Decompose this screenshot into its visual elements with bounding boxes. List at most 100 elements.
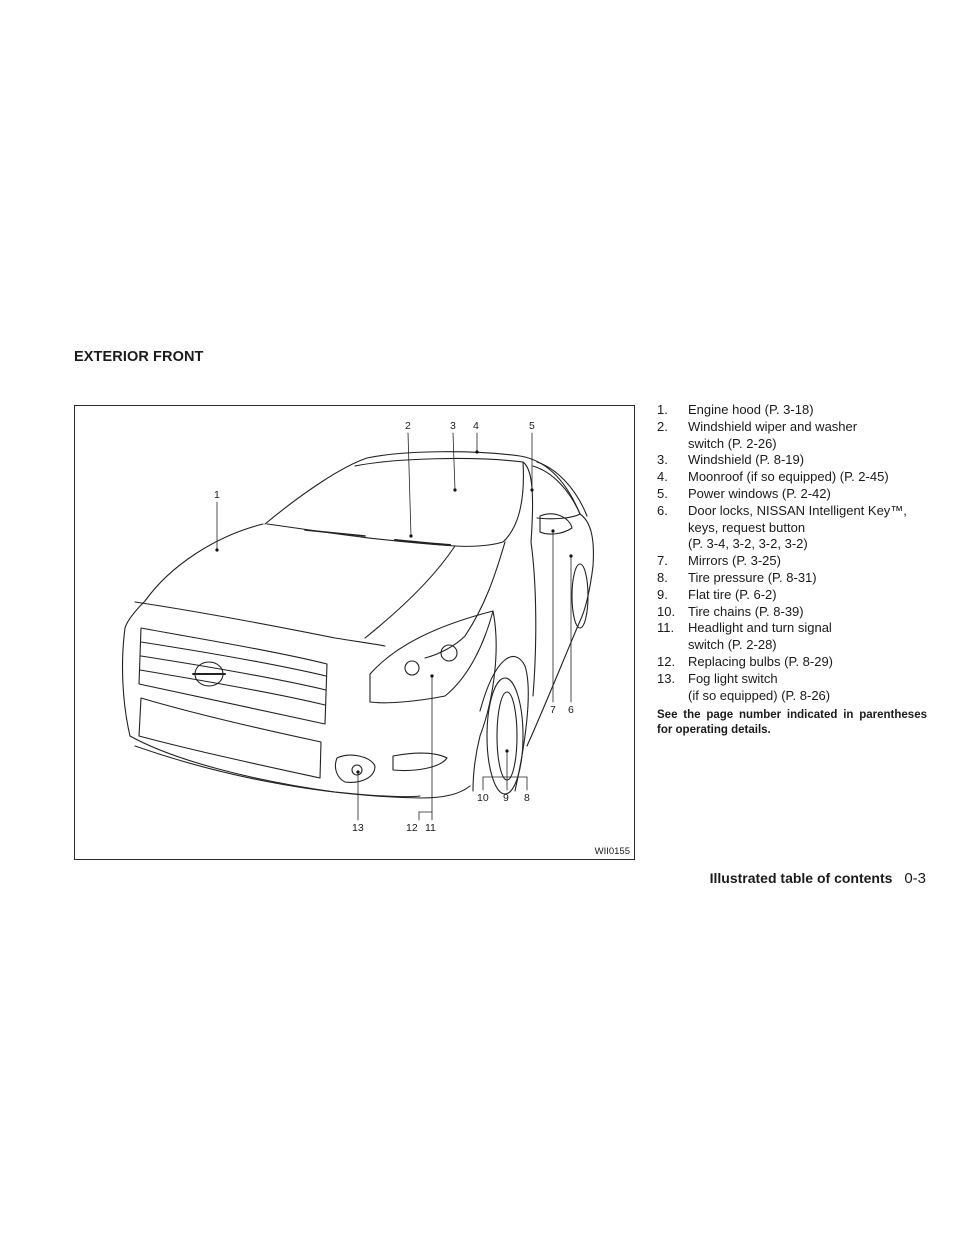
item-number: 8. bbox=[657, 569, 668, 585]
dot-5 bbox=[530, 488, 534, 492]
item-text: Replacing bulbs (P. 8-29) bbox=[688, 654, 933, 671]
hood-outline bbox=[124, 523, 264, 629]
dot-7 bbox=[551, 529, 555, 533]
item-text-line: Headlight and turn signal bbox=[688, 620, 832, 636]
list-item: 4. Moonroof (if so equipped) (P. 2-45) bbox=[657, 469, 933, 486]
item-text: Mirrors (P. 3-25) bbox=[688, 553, 933, 570]
hood-front-edge bbox=[134, 601, 386, 647]
item-text-line: Mirrors (P. 3-25) bbox=[688, 553, 781, 569]
item-text-line: Tire chains (P. 8-39) bbox=[688, 603, 804, 619]
rear-tire bbox=[571, 563, 589, 629]
item-text-line: Moonroof (if so equipped) (P. 2-45) bbox=[688, 469, 889, 485]
item-text-line: Fog light switch bbox=[688, 670, 778, 686]
front-tire bbox=[486, 677, 524, 795]
list-item: 5.Power windows (P. 2-42) bbox=[657, 486, 933, 503]
item-text: Flat tire (P. 6-2) bbox=[688, 587, 933, 604]
list-item: 13. Fog light switch(if so equipped) (P. … bbox=[657, 671, 933, 705]
item-number: 1. bbox=[657, 402, 668, 417]
windshield-top bbox=[354, 457, 524, 467]
leader-3 bbox=[452, 432, 456, 491]
wiper bbox=[394, 539, 451, 546]
item-number: 6. bbox=[657, 502, 668, 518]
page-footer: Illustrated table of contents 0-3 bbox=[710, 870, 926, 887]
rear-body bbox=[579, 513, 594, 622]
list-item: 3. Windshield (P. 8-19) bbox=[657, 452, 933, 469]
item-text: Tire pressure (P. 8-31) bbox=[688, 570, 933, 587]
callout-9: 9 bbox=[503, 792, 509, 804]
list-item: 6. Door locks, NISSAN Intelligent Key™,ke… bbox=[657, 503, 933, 553]
figure-code: WII0155 bbox=[594, 846, 630, 857]
callout-5: 5 bbox=[529, 420, 535, 432]
leader-dots bbox=[215, 450, 573, 774]
car-exterior-figure: 1 2 3 4 5 7 6 10 9 8 13 12 11 WII0155 bbox=[74, 405, 635, 860]
grille-bar-1 bbox=[140, 641, 327, 677]
side-sill bbox=[526, 620, 581, 747]
wiper-2 bbox=[304, 529, 366, 537]
callout-8: 8 bbox=[524, 792, 530, 804]
bumper-right-vent bbox=[392, 752, 448, 772]
callout-10: 10 bbox=[477, 792, 489, 804]
dot-2 bbox=[409, 534, 413, 538]
grille-outline bbox=[138, 627, 328, 725]
section-title: EXTERIOR FRONT bbox=[74, 349, 204, 365]
hood-shoulder bbox=[424, 541, 506, 659]
a-pillar bbox=[522, 461, 534, 543]
front-door-line bbox=[530, 541, 537, 697]
bumper-lower-edge bbox=[134, 745, 471, 799]
hood-crease-right bbox=[364, 545, 456, 639]
fog-lamp bbox=[351, 764, 363, 776]
item-text-continuation: switch (P. 2-28) bbox=[688, 637, 777, 653]
item-text-line: Windshield wiper and washer bbox=[688, 418, 858, 434]
item-text-line: Tire pressure (P. 8-31) bbox=[688, 569, 817, 585]
item-number: 7. bbox=[657, 553, 668, 569]
dot-1 bbox=[215, 548, 219, 552]
callout-12: 12 bbox=[406, 822, 418, 834]
grille-bar-3 bbox=[139, 669, 326, 706]
item-text-continuation: (if so equipped) (P. 8-26) bbox=[688, 687, 831, 703]
list-item: 9. Flat tire (P. 6-2) bbox=[657, 587, 933, 604]
item-text: Door locks, NISSAN Intelligent Key™,keys… bbox=[688, 503, 933, 553]
page-reference-note: See the page number indicated in parenth… bbox=[657, 709, 927, 736]
item-text: Power windows (P. 2-42) bbox=[688, 486, 933, 503]
fog-lamp-housing bbox=[334, 754, 376, 783]
item-text-continuation: switch (P. 2-26) bbox=[688, 435, 777, 451]
item-number: 3. bbox=[657, 452, 668, 468]
front-fender bbox=[472, 610, 497, 792]
callout-2: 2 bbox=[405, 420, 411, 432]
item-text-line: Flat tire (P. 6-2) bbox=[688, 586, 777, 602]
item-number: 13. bbox=[657, 670, 676, 686]
footer-title: Illustrated table of contents bbox=[709, 870, 893, 886]
headlight-lens-2 bbox=[440, 644, 458, 662]
item-text: Moonroof (if so equipped) (P. 2-45) bbox=[688, 469, 933, 486]
callout-6: 6 bbox=[568, 704, 574, 716]
list-item: 1. Engine hood (P. 3-18) bbox=[657, 402, 933, 419]
leader-2 bbox=[407, 432, 412, 537]
list-item: 10. Tire chains (P. 8-39) bbox=[657, 604, 933, 621]
callout-4: 4 bbox=[473, 420, 479, 432]
rear-window bbox=[536, 461, 588, 517]
item-text-continuation: (P. 3-4, 3-2, 3-2, 3-2) bbox=[688, 536, 808, 552]
item-text-line: Engine hood (P. 3-18) bbox=[688, 402, 814, 417]
callout-7: 7 bbox=[550, 704, 556, 716]
side-window bbox=[532, 465, 581, 520]
item-number: 4. bbox=[657, 469, 668, 485]
dot-11 bbox=[430, 674, 434, 678]
item-number: 9. bbox=[657, 586, 668, 602]
item-number: 2. bbox=[657, 418, 668, 434]
item-number: 10. bbox=[657, 603, 676, 619]
dot-6 bbox=[569, 554, 573, 558]
item-text: Windshield (P. 8-19) bbox=[688, 452, 933, 469]
item-number: 11. bbox=[657, 620, 675, 636]
page-number: 0-3 bbox=[904, 870, 926, 887]
callout-13: 13 bbox=[352, 822, 364, 834]
list-item: 12.Replacing bulbs (P. 8-29) bbox=[657, 654, 933, 671]
item-text: Tire chains (P. 8-39) bbox=[688, 604, 933, 621]
item-text-line: Power windows (P. 2-42) bbox=[688, 485, 831, 501]
headlight-outline bbox=[369, 610, 494, 704]
side-mirror bbox=[539, 513, 573, 535]
roof-outline bbox=[264, 451, 581, 525]
